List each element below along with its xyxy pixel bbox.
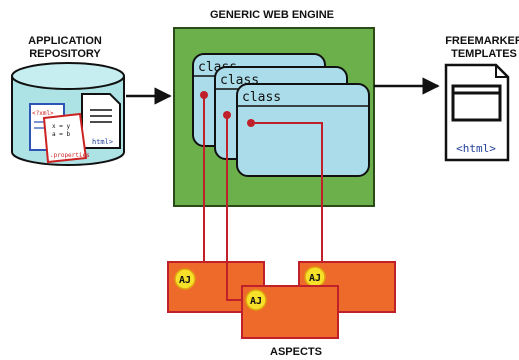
html-document-icon: html> xyxy=(81,93,121,149)
prop-line1: x = y xyxy=(52,123,70,130)
connector-dots xyxy=(200,91,255,127)
properties-document-icon: x = y a = b .properties xyxy=(42,112,90,164)
prop-line2: a = b xyxy=(52,131,70,138)
engine-label: GENERIC WEB ENGINE xyxy=(210,9,334,21)
aspect-badge: AJ xyxy=(309,273,321,284)
freemarker-label-line1: FREEMARKER xyxy=(445,35,519,47)
class-label: class xyxy=(242,90,281,105)
class-card: class xyxy=(236,83,370,177)
xml-doc-tag: <?xml> xyxy=(32,110,54,117)
aspect-badge: AJ xyxy=(250,296,262,307)
freemarker-label-line2: TEMPLATES xyxy=(451,48,517,60)
repo-label-line1: APPLICATION xyxy=(28,35,102,47)
prop-name: .properties xyxy=(50,152,90,159)
aspect-box: AJ xyxy=(241,285,339,339)
html-doc-tag: html> xyxy=(92,138,113,146)
aspect-badge: AJ xyxy=(179,275,191,286)
aspect-connectors xyxy=(203,95,323,301)
template-html-tag: <html> xyxy=(456,142,496,155)
repo-label-line2: REPOSITORY xyxy=(29,48,101,60)
template-document-icon: <html> xyxy=(444,63,510,162)
aspects-label: ASPECTS xyxy=(270,346,322,358)
